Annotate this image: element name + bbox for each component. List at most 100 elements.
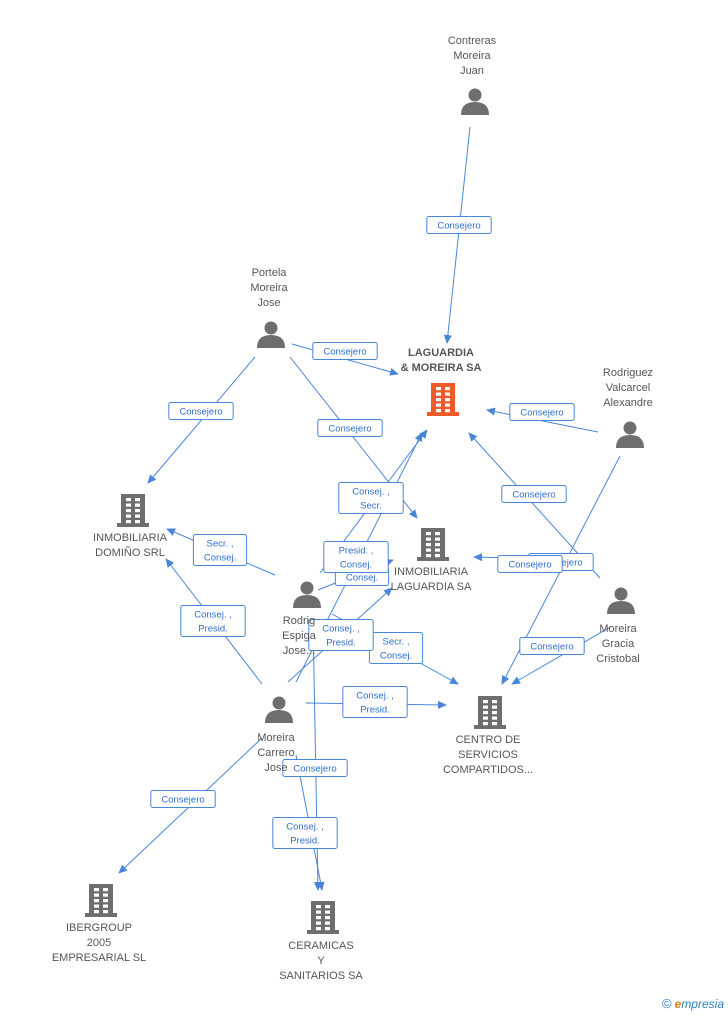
- edge-label-rodriguez_espiga-laguardia[interactable]: Consej. ,Secr.: [338, 482, 404, 514]
- edge-labels-layer: ConsejeroConsejeroConsejeroConsejeroCons…: [150, 216, 594, 849]
- node-label: CERAMICAS: [288, 940, 353, 952]
- building-icon: [427, 383, 459, 416]
- edge-label-text: Consejero: [508, 560, 551, 571]
- edge-label-text: Presid.: [198, 624, 228, 635]
- edge-label-box: [180, 605, 246, 637]
- node-label: Y: [317, 955, 325, 967]
- node-label: CENTRO DE: [456, 734, 521, 746]
- edge-label-rodriguez_valcarcel-laguardia[interactable]: Consejero: [509, 403, 575, 421]
- node-label: Valcarcel: [606, 382, 650, 394]
- edge-label-moreira_carrero-ceramicas[interactable]: Consej. , Presid.: [272, 817, 338, 849]
- node-label: Alexandre: [603, 397, 653, 409]
- node-label: SANITARIOS SA: [279, 970, 363, 982]
- edge-label-text: Consejero: [512, 490, 555, 501]
- node-label: Gracia: [602, 638, 635, 650]
- footer-credit: ©empresia: [662, 996, 724, 1011]
- edge-label-portela-laguardia[interactable]: Consejero: [312, 342, 378, 360]
- edge-label-text: Presid.: [290, 836, 320, 847]
- edge-label-moreira_carrero-inm_laguardia[interactable]: Consej. , Presid.: [308, 619, 374, 651]
- person-icon: [293, 581, 321, 608]
- edge-label-moreira_carrero-ibergroup[interactable]: Consejero: [150, 790, 216, 808]
- edge-label-text: Secr. ,: [207, 539, 234, 550]
- edge-label-moreira_carrero-laguardia[interactable]: Presid. , Consej.: [323, 541, 389, 573]
- person-icon: [607, 587, 635, 614]
- edge-contreras-laguardia: [443, 126, 471, 344]
- edge-label-text: Consejero: [161, 795, 204, 806]
- brand-logo-initial: e: [674, 997, 682, 1011]
- edge-label-text: Consejero: [293, 764, 336, 775]
- node-label: Rodriguez: [603, 367, 653, 379]
- node-label: EMPRESARIAL SL: [52, 952, 146, 964]
- node-label: IBERGROUP: [66, 922, 132, 934]
- edge-label-moreira_gracia-centro[interactable]: Consejero: [519, 637, 585, 655]
- edge-label-box: [426, 216, 492, 234]
- node-centro[interactable]: CENTRO DESERVICIOSCOMPARTIDOS...: [443, 696, 533, 776]
- node-label: Jose: [257, 297, 280, 309]
- person-icon: [265, 696, 293, 723]
- edge-label-text: Consej. ,: [286, 822, 324, 833]
- edge-label-moreira_carrero-centro[interactable]: Consej. ,Presid.: [342, 686, 408, 718]
- edge-label-box: [312, 342, 378, 360]
- edge-label-rodriguez_espiga-centro[interactable]: Secr. , Consej.: [368, 632, 424, 664]
- edge-label-portela-domino[interactable]: Consejero: [168, 402, 234, 420]
- nodes-layer: ContrerasMoreiraJuanPortelaMoreiraJoseRo…: [52, 35, 653, 982]
- edge-label-text: Presid.: [326, 638, 356, 649]
- node-label: LAGUARDIA: [408, 347, 474, 359]
- node-inm_laguardia[interactable]: INMOBILIARIA LAGUARDIA SA: [391, 528, 472, 593]
- edge-label-box: [168, 402, 234, 420]
- node-label: Jose: [264, 762, 287, 774]
- person-icon: [257, 321, 285, 348]
- edge-label-portela-inm_laguardia[interactable]: Consejero: [317, 419, 383, 437]
- edge-label-box: [323, 541, 389, 573]
- edge-label-text: Presid. ,: [339, 546, 374, 557]
- node-label: INMOBILIARIA: [394, 566, 469, 578]
- edge-label-rodriguez_espiga-domino[interactable]: Secr. ,Consej.: [192, 534, 248, 566]
- node-label: Cristobal: [596, 653, 639, 665]
- node-label: Rodrig: [283, 615, 315, 627]
- edge-label-text: Secr. ,: [383, 637, 410, 648]
- node-label: Moreira: [257, 732, 295, 744]
- node-label: Jose...: [283, 645, 315, 657]
- brand-logo-rest: mpresia: [681, 997, 724, 1011]
- edge-label-text: Consej.: [340, 560, 372, 571]
- brand-logo: empresia: [675, 997, 724, 1011]
- node-laguardia[interactable]: LAGUARDIA & MOREIRA SA: [401, 347, 482, 416]
- edge-label-text: Consej. ,: [194, 610, 232, 621]
- edge-label-moreira_gracia-laguardia[interactable]: Consejero: [501, 485, 567, 503]
- building-icon: [307, 901, 339, 934]
- edge-label-box: [519, 637, 585, 655]
- edge-label-text: Consej. ,: [352, 487, 390, 498]
- edge-label-text: Consejero: [437, 221, 480, 232]
- edge-label-text: Consejero: [179, 407, 222, 418]
- node-label: INMOBILIARIA: [93, 532, 168, 544]
- person-icon: [461, 88, 489, 115]
- node-label: COMPARTIDOS...: [443, 764, 533, 776]
- edge-label-moreira_gracia-inm_laguardia[interactable]: Consejero: [497, 555, 563, 573]
- edge-label-rodriguez_espiga-ceramicas[interactable]: Consejero: [282, 759, 348, 777]
- edge-label-text: Consej. ,: [322, 624, 360, 635]
- edge-label-text: Consej.: [380, 651, 412, 662]
- edge-label-text: Presid.: [360, 705, 390, 716]
- node-label: Juan: [460, 65, 484, 77]
- node-rodriguez_espiga[interactable]: RodrigEspigaJose...: [282, 581, 321, 658]
- edge-label-box: [317, 419, 383, 437]
- edge-label-text: Consejero: [323, 347, 366, 358]
- node-label: LAGUARDIA SA: [391, 581, 472, 593]
- edge-label-text: Consejero: [328, 424, 371, 435]
- edge-label-text: Consejero: [520, 408, 563, 419]
- node-label: DOMIÑO SRL: [95, 546, 165, 559]
- node-domino[interactable]: INMOBILIARIA DOMIÑO SRL: [93, 494, 168, 559]
- node-label: Espiga: [282, 630, 317, 642]
- edge-label-box: [342, 686, 408, 718]
- edge-label-contreras-laguardia[interactable]: Consejero: [426, 216, 492, 234]
- node-label: & MOREIRA SA: [401, 362, 482, 374]
- node-ceramicas[interactable]: CERAMICAS Y SANITARIOS SA: [279, 901, 363, 982]
- edge-label-moreira_carrero-domino[interactable]: Consej. , Presid.: [180, 605, 246, 637]
